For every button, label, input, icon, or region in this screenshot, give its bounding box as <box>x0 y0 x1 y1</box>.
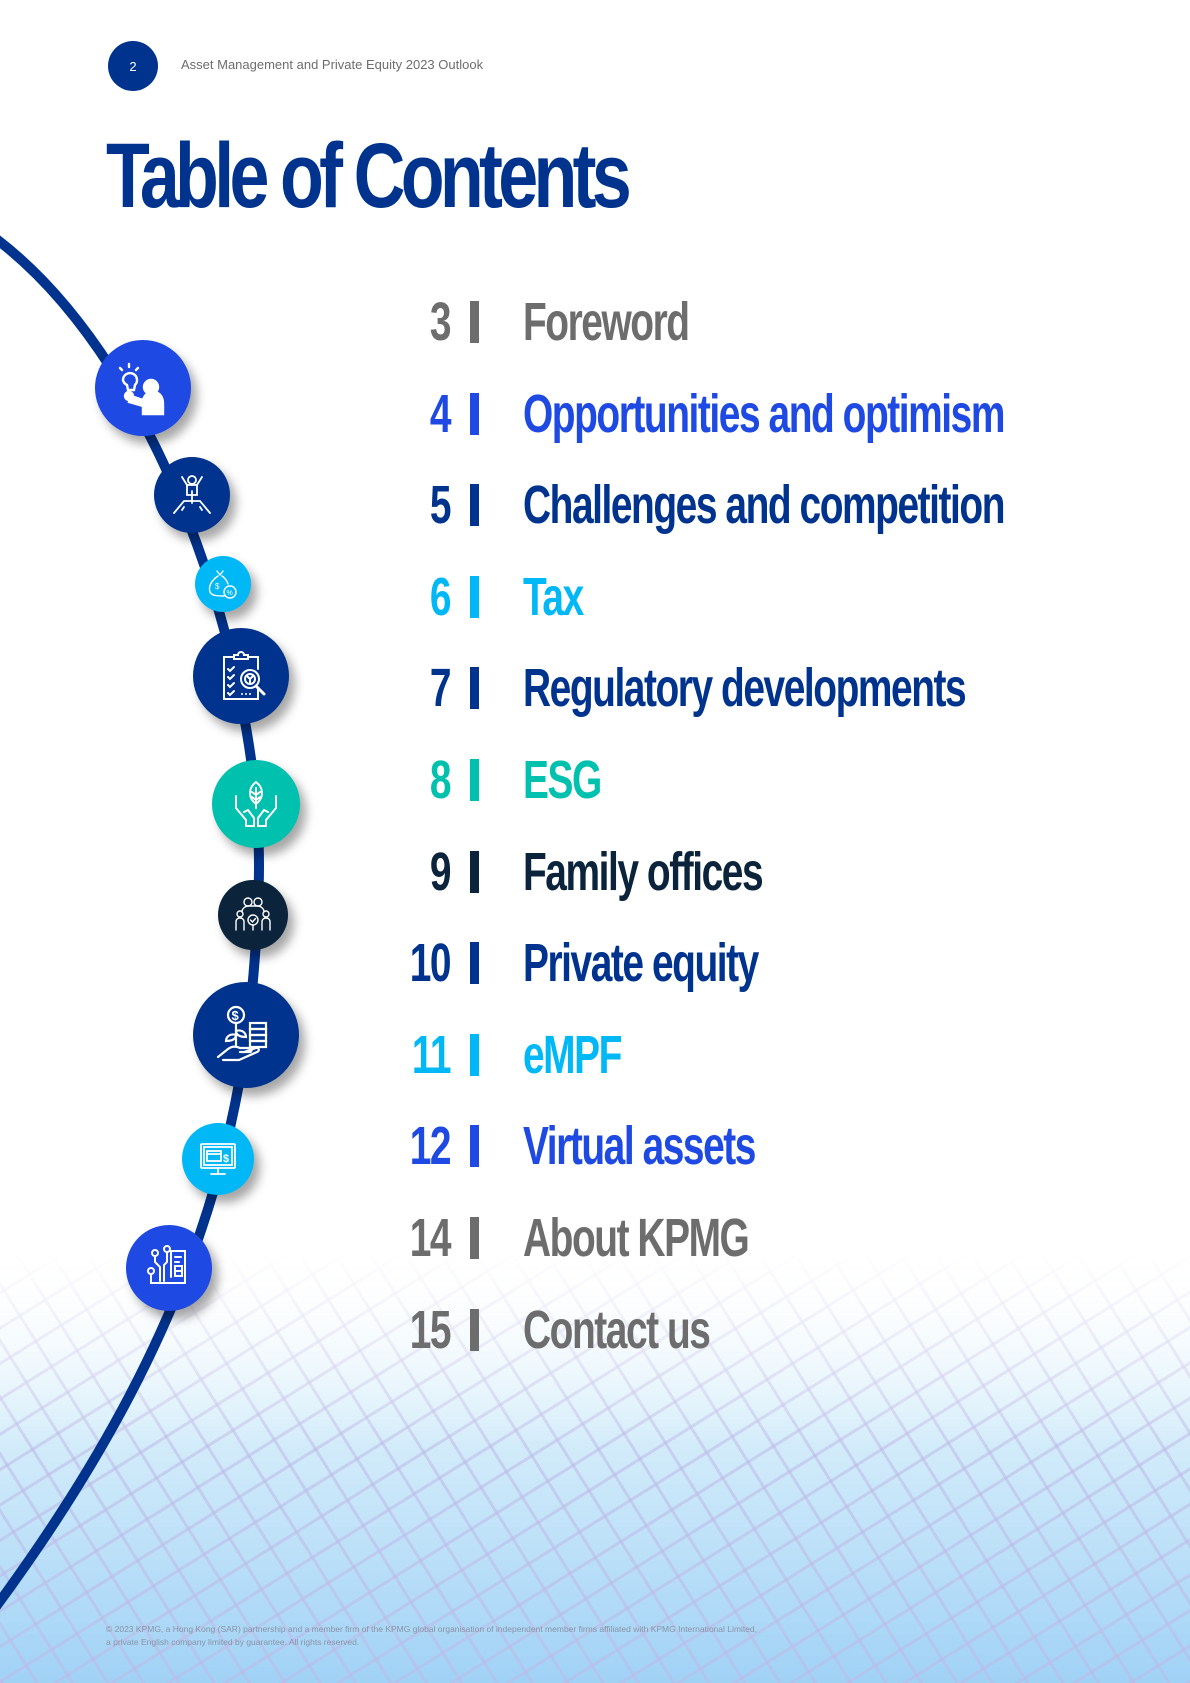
toc-label: Challenges and competition <box>523 475 1005 535</box>
toc-separator <box>470 1125 479 1167</box>
toc-item-tax[interactable]: 6 Tax <box>0 567 1190 627</box>
monitor-wallet-dollar-icon: $ <box>182 1123 254 1195</box>
toc-label: About KPMG <box>523 1208 750 1268</box>
toc-page-number: 10 <box>409 933 452 993</box>
toc-separator <box>470 1309 479 1351</box>
clipboard-magnifier-icon <box>193 628 289 724</box>
toc-page-number: 3 <box>429 292 452 352</box>
toc-label: eMPF <box>523 1025 622 1085</box>
toc-item-opportunities[interactable]: 4 Opportunities and optimism <box>0 384 1190 444</box>
toc-page-number: 15 <box>409 1300 452 1360</box>
toc-item-contact-us[interactable]: 15 Contact us <box>0 1300 1190 1360</box>
toc-item-foreword[interactable]: 3 Foreword <box>0 292 1190 352</box>
toc-separator <box>470 851 479 893</box>
page-number-badge: 2 <box>108 41 158 91</box>
toc-item-regulatory[interactable]: 7 Regulatory developments <box>0 658 1190 718</box>
plant-coins-hand-icon: $ <box>193 982 299 1088</box>
toc-label: Private equity <box>523 933 759 993</box>
toc-item-challenges[interactable]: 5 Challenges and competition <box>0 475 1190 535</box>
toc-label: Foreword <box>523 292 690 352</box>
toc-page-number: 7 <box>429 658 452 718</box>
circuit-document-icon <box>126 1225 212 1311</box>
toc-page-number: 4 <box>429 384 452 444</box>
toc-label: Virtual assets <box>523 1116 756 1176</box>
toc-separator <box>470 1217 479 1259</box>
document-title: Asset Management and Private Equity 2023… <box>181 57 484 72</box>
family-group-icon <box>218 880 288 950</box>
toc-separator <box>470 484 479 526</box>
toc-item-empf[interactable]: 11 eMPF <box>0 1025 1190 1085</box>
toc-separator <box>470 942 479 984</box>
toc-separator <box>470 1034 479 1076</box>
svg-text:$: $ <box>223 1153 229 1165</box>
page-number: 2 <box>129 58 137 74</box>
svg-text:$: $ <box>215 582 220 591</box>
toc-separator <box>470 393 479 435</box>
toc-item-private-equity[interactable]: 10 Private equity <box>0 933 1190 993</box>
toc-item-virtual-assets[interactable]: 12 Virtual assets <box>0 1116 1190 1176</box>
toc-label: Tax <box>523 567 584 627</box>
toc-item-esg[interactable]: 8 ESG <box>0 750 1190 810</box>
toc-label: Opportunities and optimism <box>523 384 1005 444</box>
toc-page-number: 6 <box>429 567 452 627</box>
page-title: Table of Contents <box>106 125 632 227</box>
toc-item-family-offices[interactable]: 9 Family offices <box>0 842 1190 902</box>
copyright-footer: © 2023 KPMG, a Hong Kong (SAR) partnersh… <box>106 1623 906 1649</box>
copyright-line-2: a private English company limited by gua… <box>106 1637 360 1647</box>
toc-separator <box>470 759 479 801</box>
toc-page-number: 14 <box>409 1208 452 1268</box>
lightbulb-person-icon <box>95 340 191 436</box>
toc-page-number: 12 <box>409 1116 452 1176</box>
hands-leaf-icon <box>212 760 300 848</box>
toc-page-number: 9 <box>429 842 452 902</box>
toc-separator <box>470 667 479 709</box>
money-bag-percent-icon: $ % <box>195 556 251 612</box>
toc-page-number: 11 <box>411 1025 452 1085</box>
toc-page-number: 5 <box>429 475 452 535</box>
copyright-line-1: © 2023 KPMG, a Hong Kong (SAR) partnersh… <box>106 1624 758 1634</box>
toc-label: ESG <box>523 750 602 810</box>
toc-item-about-kpmg[interactable]: 14 About KPMG <box>0 1208 1190 1268</box>
toc-label: Contact us <box>523 1300 711 1360</box>
toc-separator <box>470 576 479 618</box>
svg-text:%: % <box>227 590 233 597</box>
background-grid <box>0 1253 1190 1683</box>
toc-page-number: 8 <box>429 750 452 810</box>
person-on-summit-icon <box>154 457 230 533</box>
svg-text:$: $ <box>232 1008 240 1023</box>
toc-label: Regulatory developments <box>523 658 967 718</box>
toc-label: Family offices <box>523 842 764 902</box>
toc-separator <box>470 301 479 343</box>
